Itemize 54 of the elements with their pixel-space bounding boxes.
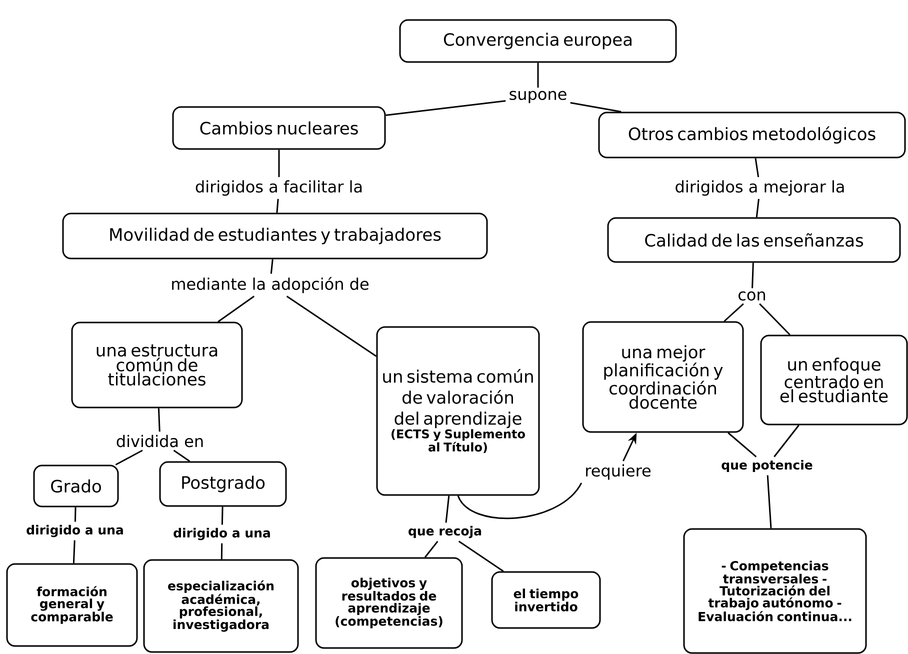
connector-line [74, 507, 76, 522]
concept-box: Cambios nucleares [172, 106, 386, 150]
connector-line [457, 482, 582, 519]
connector-line [286, 296, 377, 357]
linking-phrase: requiere [586, 464, 651, 480]
connector-line [724, 303, 744, 322]
connector-line [115, 450, 143, 466]
concept-box: una mejor planificación y coordinación docente [582, 321, 744, 433]
concept-box: especialización académica, profesional, investigadora [143, 559, 299, 653]
connector-line [766, 475, 772, 528]
connector-line [386, 100, 506, 116]
concept-box: un sistema común de valoración del aprendizaje (ECTS y Suplemento al Título) [376, 326, 540, 496]
linking-phrase: dirigidos a mejorar la [676, 180, 844, 196]
concept-box: objetivos y resultados de aprendizaje (competencias) [315, 557, 463, 649]
connector-line [173, 450, 190, 462]
linking-phrase: mediante la adopción de [172, 276, 368, 294]
linking-phrase: supone [510, 90, 566, 104]
connector-line [774, 424, 800, 458]
connector-line [458, 540, 504, 572]
connector-line [270, 259, 274, 274]
connector-line [752, 262, 754, 288]
connector-line [756, 198, 760, 218]
connector-line [728, 432, 757, 458]
connector-line [218, 296, 255, 322]
concept-box: Postgrado [159, 461, 287, 507]
linking-phrase: dirigidos a facilitar la [196, 180, 362, 196]
connector-line [445, 496, 450, 523]
connector-line [158, 408, 160, 432]
concept-box: Grado [33, 464, 119, 508]
concept-box: - Competencias transversales - Tutorización del trabajo autónomo - Evaluación continua... [683, 528, 867, 654]
linking-phrase: dirigido a una [26, 524, 123, 538]
connector-line [537, 62, 539, 88]
linking-phrase: dividida en [116, 434, 203, 448]
connector-line [276, 198, 279, 213]
concept-box: un enfoque centrado en el estudiante [760, 334, 908, 426]
linking-phrase: con [738, 291, 766, 301]
connector-line [754, 158, 760, 178]
concept-box: Otros cambios metodológicos [598, 112, 906, 158]
concept-box: formación general y comparable [6, 563, 138, 647]
connector-line [72, 540, 76, 564]
linking-phrase: dirigido a una [174, 528, 270, 540]
concept-box: Convergencia europea [399, 19, 677, 63]
concept-box: Calidad de las enseñanzas [607, 217, 901, 263]
concept-box: el tiempo invertido [491, 571, 601, 629]
connector-line [759, 303, 790, 336]
concept-box: Movilidad de estudiantes y trabajadores [62, 212, 488, 260]
connector-line [220, 543, 223, 560]
linking-phrase: que recoja [408, 526, 482, 538]
linking-phrase: que potencie [722, 460, 812, 472]
connector-line [278, 150, 280, 178]
concept-box: una estructura común de titulaciones [71, 322, 243, 408]
connector-line [570, 102, 622, 112]
connector-line [221, 506, 224, 525]
connector-line [424, 540, 438, 558]
